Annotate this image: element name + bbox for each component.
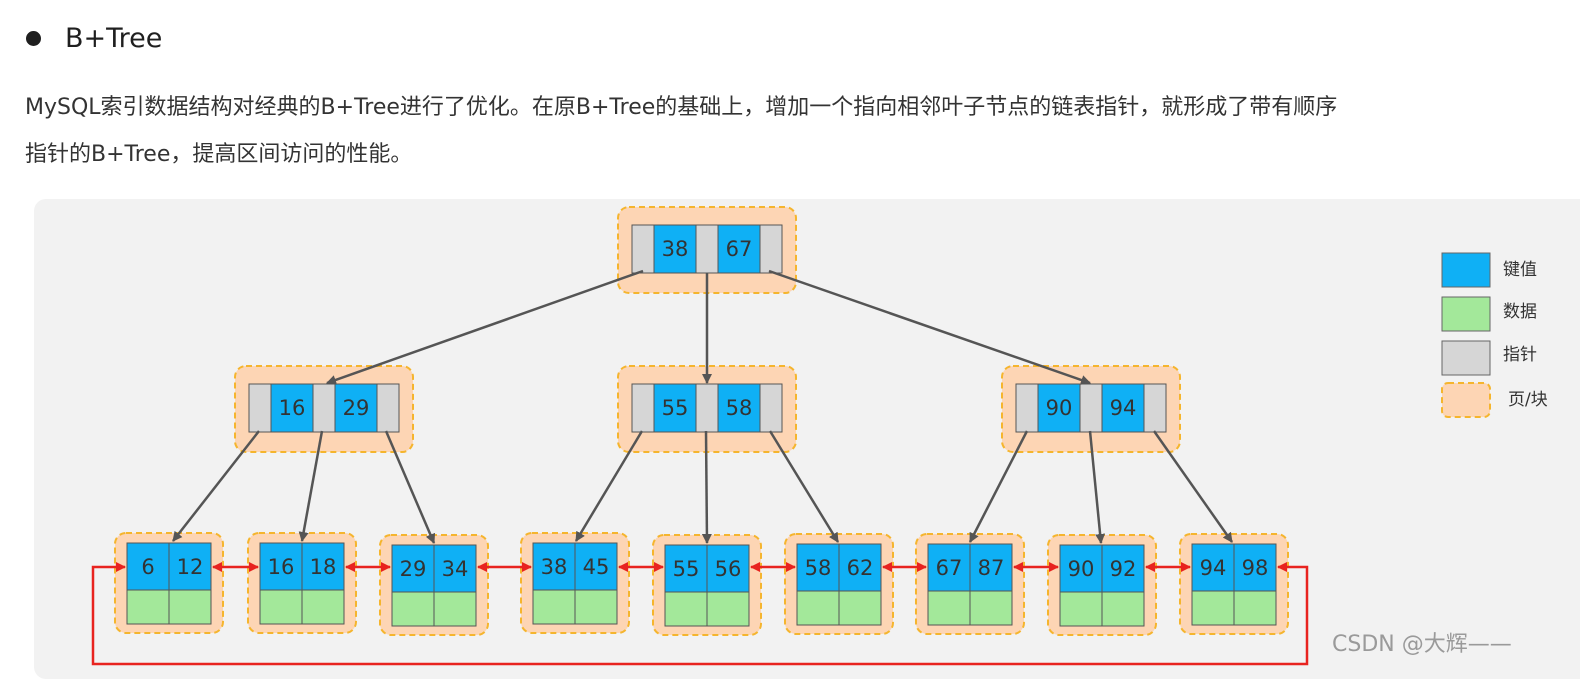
leaf-node-9-key-label-1: 98 <box>1242 556 1269 580</box>
internal-node-1-key-label-1: 29 <box>343 396 370 420</box>
internal-node-2-pointer-0 <box>631 383 655 433</box>
internal-node-1-key-1 <box>334 383 378 433</box>
leaf-node-5-key-label-1: 56 <box>715 557 742 581</box>
leaf-node-6-key-label-0: 58 <box>805 556 832 580</box>
leaf-node-3-key-label-1: 34 <box>442 557 469 581</box>
legend-data-swatch <box>1441 296 1491 332</box>
internal-node-3-key-label-0: 90 <box>1046 396 1073 420</box>
legend-pointer-swatch <box>1441 340 1491 376</box>
leaf-node-4-data-1 <box>574 589 618 625</box>
edge-root-to-internal-1 <box>326 269 644 385</box>
paragraph-line-1: MySQL索引数据结构对经典的B+Tree进行了优化。在原B+Tree的基础上，… <box>25 95 1338 120</box>
legend-key-label: 键值 <box>1503 260 1537 280</box>
internal-node-3-pointer-0 <box>1015 383 1039 433</box>
leaf-node-5-data-0 <box>664 591 708 627</box>
leaf-node-5-key-label-0: 55 <box>673 557 700 581</box>
edge-internal-3-to-leaf-7 <box>968 430 1029 543</box>
leaf-node-2-data-1 <box>301 589 345 625</box>
internal-node-1-pointer-1 <box>312 383 336 433</box>
internal-node-2-key-label-0: 55 <box>662 396 689 420</box>
edge-internal-1-to-leaf-3 <box>384 430 436 544</box>
leaf-node-3-key-label-0: 29 <box>400 557 427 581</box>
internal-node-2-pointer-1 <box>695 383 719 433</box>
edge-internal-1-to-leaf-1 <box>172 430 260 542</box>
leaf-node-1-data-1 <box>168 589 212 625</box>
internal-node-3-pointer-1 <box>1079 383 1103 433</box>
internal-node-1-key-label-0: 16 <box>279 396 306 420</box>
leaf-node-1-key-label-1: 12 <box>177 555 204 579</box>
bullet-icon <box>26 30 41 46</box>
leaf-link-loop <box>91 562 1309 666</box>
internal-node-3-key-0 <box>1037 383 1081 433</box>
internal-node-2-key-label-1: 58 <box>726 396 753 420</box>
root-node-pointer-0 <box>631 224 655 274</box>
leaf-node-7-key-label-0: 67 <box>936 556 963 580</box>
leaf-node-2-data-0 <box>259 589 303 625</box>
legend-key-swatch <box>1441 252 1491 288</box>
leaf-node-9-key-label-0: 94 <box>1200 556 1227 580</box>
section-heading: B+Tree <box>26 18 162 58</box>
tree-edges <box>172 269 1234 544</box>
internal-node-2-key-1 <box>717 383 761 433</box>
root-node-key-label-0: 38 <box>662 237 689 261</box>
leaf-node-6-key-label-1: 62 <box>847 556 874 580</box>
leaf-node-2-key-label-1: 18 <box>310 555 337 579</box>
leaf-node-5-data-1 <box>706 591 750 627</box>
leaf-links <box>91 562 1309 666</box>
heading-title: B+Tree <box>65 22 163 54</box>
leaf-node-6-data-0 <box>796 590 840 626</box>
legend-data-label: 数据 <box>1503 302 1537 322</box>
internal-node-3-key-label-1: 94 <box>1110 396 1137 420</box>
legend-page-swatch <box>1441 382 1491 418</box>
description-paragraph: MySQL索引数据结构对经典的B+Tree进行了优化。在原B+Tree的基础上，… <box>25 84 1525 178</box>
leaf-node-7-data-1 <box>969 590 1013 626</box>
edge-internal-2-to-leaf-5 <box>701 430 712 544</box>
leaf-node-8-data-1 <box>1101 591 1145 627</box>
leaf-node-8-data-0 <box>1059 591 1103 627</box>
leaf-node-9-data-0 <box>1191 590 1235 626</box>
edge-internal-3-to-leaf-8 <box>1088 430 1106 544</box>
edge-internal-2-to-leaf-6 <box>768 430 840 543</box>
internal-node-2-pointer-2 <box>759 383 783 433</box>
root-node-pointer-1 <box>695 224 719 274</box>
leaf-node-9-data-1 <box>1233 590 1277 626</box>
internal-node-2-key-0 <box>653 383 697 433</box>
internal-node-1-pointer-0 <box>248 383 272 433</box>
leaf-node-3-data-1 <box>433 591 477 627</box>
leaf-node-7-key-label-1: 87 <box>978 556 1005 580</box>
leaf-node-7-data-0 <box>927 590 971 626</box>
leaf-node-4-data-0 <box>532 589 576 625</box>
root-node-key-0 <box>653 224 697 274</box>
edge-internal-2-to-leaf-4 <box>574 430 644 542</box>
internal-node-1-key-0 <box>270 383 314 433</box>
leaf-node-8-key-label-1: 92 <box>1110 557 1137 581</box>
leaf-node-1-data-0 <box>126 589 170 625</box>
watermark: CSDN @大辉—— <box>1332 632 1512 657</box>
edge-internal-1-to-leaf-2 <box>298 430 324 542</box>
leaf-node-2-key-label-0: 16 <box>268 555 295 579</box>
paragraph-line-2: 指针的B+Tree，提高区间访问的性能。 <box>25 142 413 167</box>
leaf-node-3-data-0 <box>391 591 435 627</box>
legend-page-label: 页/块 <box>1508 390 1548 410</box>
internal-node-1-pointer-2 <box>376 383 400 433</box>
leaf-node-4-key-label-0: 38 <box>541 555 568 579</box>
leaf-node-4-key-label-1: 45 <box>583 555 610 579</box>
leaf-node-6-data-1 <box>838 590 882 626</box>
root-node-key-label-1: 67 <box>726 237 753 261</box>
leaf-node-1-key-label-0: 6 <box>141 555 154 579</box>
edge-root-to-internal-3 <box>768 269 1091 385</box>
root-node-key-1 <box>717 224 761 274</box>
root-node-pointer-2 <box>759 224 783 274</box>
legend-pointer-label: 指针 <box>1503 345 1537 365</box>
leaf-node-8-key-label-0: 90 <box>1068 557 1095 581</box>
edge-internal-3-to-leaf-9 <box>1152 430 1234 543</box>
internal-node-3-pointer-2 <box>1143 383 1167 433</box>
